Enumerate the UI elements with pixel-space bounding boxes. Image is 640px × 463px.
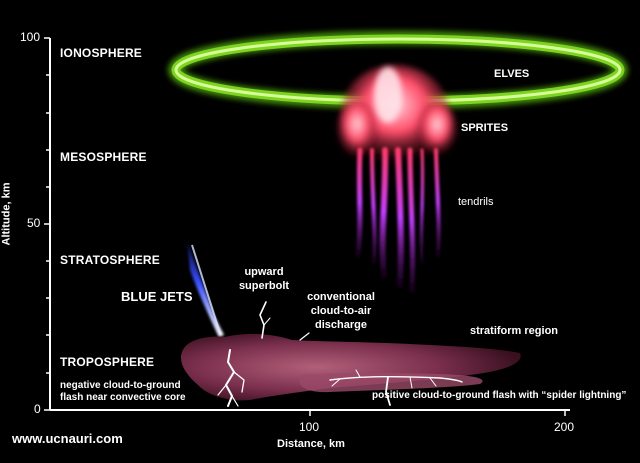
- label-upward-superbolt-line1: upward: [244, 266, 284, 278]
- y-axis-title: Altitude, km: [0, 182, 13, 246]
- watermark-text: www.ucnauri.com: [12, 431, 123, 446]
- x-tick-200: 200: [554, 420, 575, 434]
- label-conventional-discharge: conventional cloud-to-air discharge: [298, 290, 384, 332]
- tendrils: [355, 147, 441, 293]
- label-upward-superbolt: upward superbolt: [236, 265, 292, 293]
- layer-mesosphere: MESOSPHERE: [60, 150, 147, 164]
- x-tick-100: 100: [299, 420, 320, 434]
- y-tick-100: 100: [20, 30, 41, 44]
- x-axis-title: Distance, km: [277, 438, 345, 450]
- label-blue-jets: BLUE JETS: [121, 289, 193, 304]
- label-stratiform-region: stratiform region: [470, 325, 559, 337]
- y-tick-0: 0: [34, 402, 41, 416]
- label-negative-line1: negative cloud-to-ground: [60, 380, 181, 391]
- label-conventional-line2: cloud-to-air: [310, 305, 372, 317]
- y-axis-ticks: [44, 37, 50, 411]
- label-upward-superbolt-line2: superbolt: [238, 280, 290, 292]
- label-conventional-line1: conventional: [307, 291, 375, 303]
- label-positive-flash: positive cloud-to-ground flash with “spi…: [372, 390, 627, 401]
- layer-troposphere: TROPOSPHERE: [60, 355, 155, 369]
- lightning-strokes: [217, 301, 463, 407]
- label-tendrils: tendrils: [458, 196, 494, 208]
- sprites-glow: [337, 65, 457, 165]
- label-negative-line2: flash near convective core: [60, 392, 186, 403]
- label-conventional-line3: discharge: [315, 319, 367, 331]
- label-negative-flash: negative cloud-to-ground flash near conv…: [60, 380, 186, 404]
- label-elves: ELVES: [494, 68, 530, 80]
- layer-ionosphere: IONOSPHERE: [60, 46, 143, 60]
- label-sprites: SPRITES: [461, 122, 509, 134]
- blue-jet: [187, 240, 224, 337]
- y-tick-50: 50: [27, 216, 41, 230]
- x-axis-ticks: [309, 410, 566, 416]
- layer-stratosphere: STRATOSPHERE: [60, 253, 160, 267]
